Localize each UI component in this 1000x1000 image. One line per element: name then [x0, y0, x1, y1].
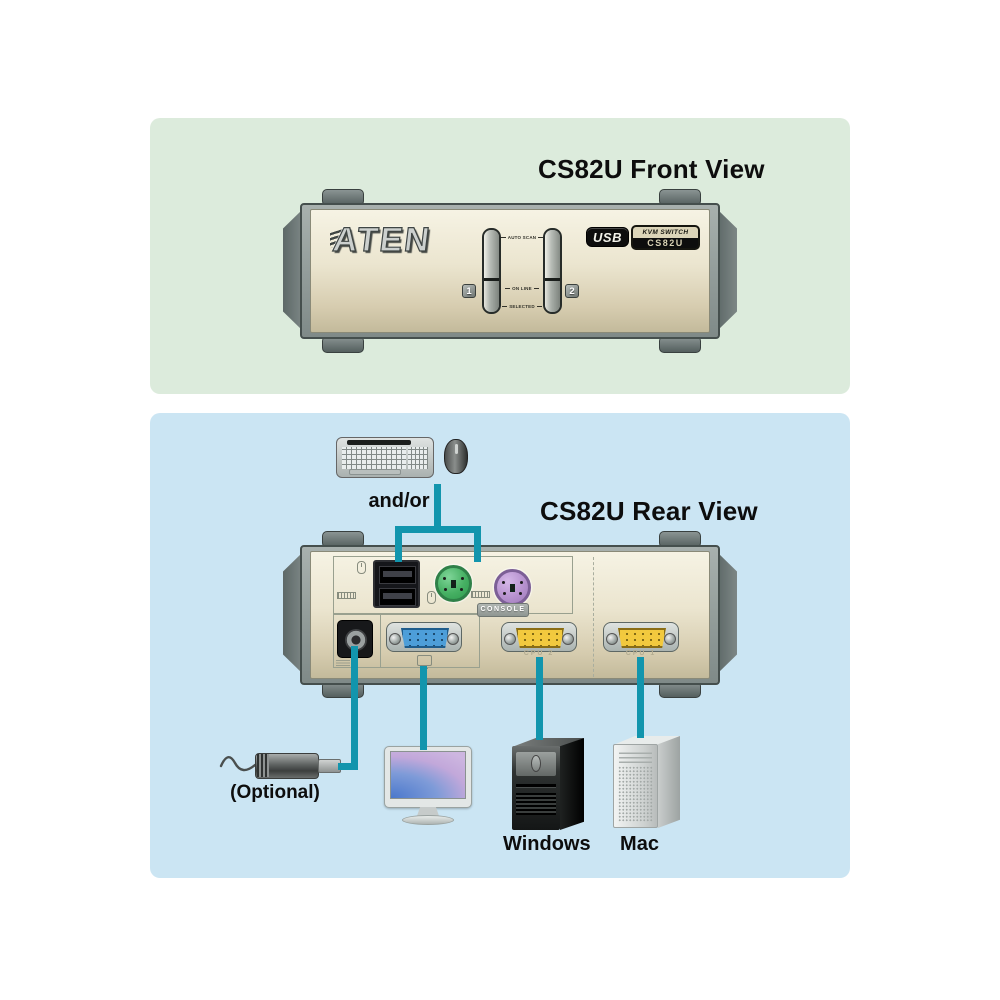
- tick-line: [505, 287, 511, 289]
- windows-tower-button: [531, 755, 541, 772]
- dc-rating-marks: [336, 660, 350, 666]
- tick-line: [538, 236, 544, 238]
- button-press-segment: [484, 281, 499, 312]
- port-select-button-1: [482, 228, 501, 314]
- ps2-keyboard-port: [494, 569, 531, 606]
- mac-tower-slots: [619, 750, 652, 763]
- tick-line: [536, 305, 542, 307]
- cable-to-windows-pc: [536, 657, 543, 740]
- button-led-segment: [545, 230, 560, 281]
- mouse-symbol-icon: [427, 591, 436, 604]
- ps2-pins: [452, 582, 455, 585]
- cpu1-vga-port: [603, 622, 679, 652]
- device-side-cap: [717, 209, 737, 331]
- model-badge: KVM SWITCH CS82U: [631, 225, 700, 250]
- front-view-title: CS82U Front View: [538, 154, 765, 184]
- port-select-button-2: [543, 228, 562, 314]
- dc-jack-hole: [345, 629, 367, 651]
- dc-compartment-divider: [380, 614, 381, 668]
- keyboard-numpad: [408, 447, 428, 469]
- vga-screw: [562, 633, 574, 645]
- mouse-icon: [444, 439, 468, 474]
- cable-to-usb-ports: [395, 530, 402, 562]
- usb-port-b: [379, 588, 416, 606]
- ps2-mouse-port: [435, 565, 472, 602]
- led-label-on-line: ON LINE: [497, 284, 547, 292]
- console-section-outline: [333, 556, 573, 614]
- keyboard-function-row: [347, 440, 411, 445]
- aten-logo-text: ATEN: [330, 220, 434, 259]
- vga-dsub-blue: [401, 628, 449, 648]
- cable-keyboard-mouse-stem: [434, 484, 441, 533]
- tick-line: [502, 305, 508, 307]
- monitor-stand-neck: [417, 807, 439, 816]
- cable-fork-bar: [395, 526, 481, 533]
- port-2-number-badge: 2: [565, 284, 579, 298]
- rear-view-title: CS82U Rear View: [540, 496, 758, 526]
- mac-tower-side: [658, 736, 680, 828]
- vga-screw: [447, 633, 459, 645]
- cpu1-port-label: CPU 1: [625, 650, 657, 657]
- keyboard-icon: [336, 437, 434, 478]
- device-side-cap: [283, 552, 303, 674]
- windows-tower-slot: [516, 784, 556, 788]
- cable-dc-power-elbow: [338, 763, 358, 770]
- vga-screw: [504, 633, 516, 645]
- cable-to-monitor: [420, 666, 427, 750]
- console-label-badge: CONSOLE: [477, 603, 529, 617]
- windows-label: Windows: [503, 833, 591, 855]
- cable-dc-power: [351, 646, 358, 770]
- cpu-section-dashed-divider: [593, 557, 594, 677]
- tick-line: [500, 236, 506, 238]
- windows-tower-side: [560, 738, 584, 830]
- windows-tower-top: [512, 738, 584, 747]
- tick-line: [533, 287, 539, 289]
- mac-tower-grille: [618, 766, 653, 822]
- console-lower-outline: [333, 614, 480, 668]
- monitor-screen: [390, 751, 466, 799]
- mac-tower-top: [613, 736, 680, 745]
- keyboard-keys: [342, 447, 406, 469]
- port-1-number-badge: 1: [462, 284, 476, 298]
- model-badge-kvm-switch: KVM SWITCH: [633, 227, 698, 238]
- vga-screw: [606, 633, 618, 645]
- vga-screw: [664, 633, 676, 645]
- button-led-segment: [484, 230, 499, 281]
- mouse-symbol-icon: [357, 561, 366, 574]
- mac-label: Mac: [620, 833, 659, 855]
- cable-to-mac: [637, 657, 644, 738]
- vga-dsub-yellow: [618, 628, 666, 648]
- cpu2-vga-port: [501, 622, 577, 652]
- optional-label: (Optional): [230, 782, 320, 803]
- console-monitor-vga-port: [386, 622, 462, 652]
- cpu2-port-label: CPU 2: [523, 650, 555, 657]
- aten-logo: ATEN: [330, 220, 437, 267]
- led-label-auto-scan: AUTO SCAN: [497, 233, 547, 241]
- usb-port-a: [379, 566, 416, 584]
- keyboard-symbol-icon: [337, 592, 356, 599]
- monitor-stand-base: [402, 815, 454, 825]
- keyboard-symbol-icon: [471, 591, 490, 598]
- vga-dsub-yellow: [516, 628, 564, 648]
- device-side-cap: [283, 209, 303, 331]
- led-label-selected: SELECTED: [497, 302, 547, 310]
- usb-console-ports: [373, 560, 420, 608]
- vga-screw: [389, 633, 401, 645]
- and-or-label: and/or: [368, 490, 430, 512]
- power-plug-ridges: [257, 754, 269, 777]
- ps2-pins: [511, 586, 514, 589]
- button-press-segment: [545, 281, 560, 312]
- keyboard-spacebar: [349, 469, 401, 475]
- power-plug-wire: [219, 756, 257, 772]
- model-badge-cs82u: CS82U: [647, 238, 684, 248]
- windows-tower-grille: [516, 793, 556, 815]
- usb-badge: USB: [586, 227, 629, 247]
- monitor-symbol-icon: [417, 655, 432, 669]
- cable-to-ps2-ports: [474, 530, 481, 562]
- device-side-cap: [717, 552, 737, 674]
